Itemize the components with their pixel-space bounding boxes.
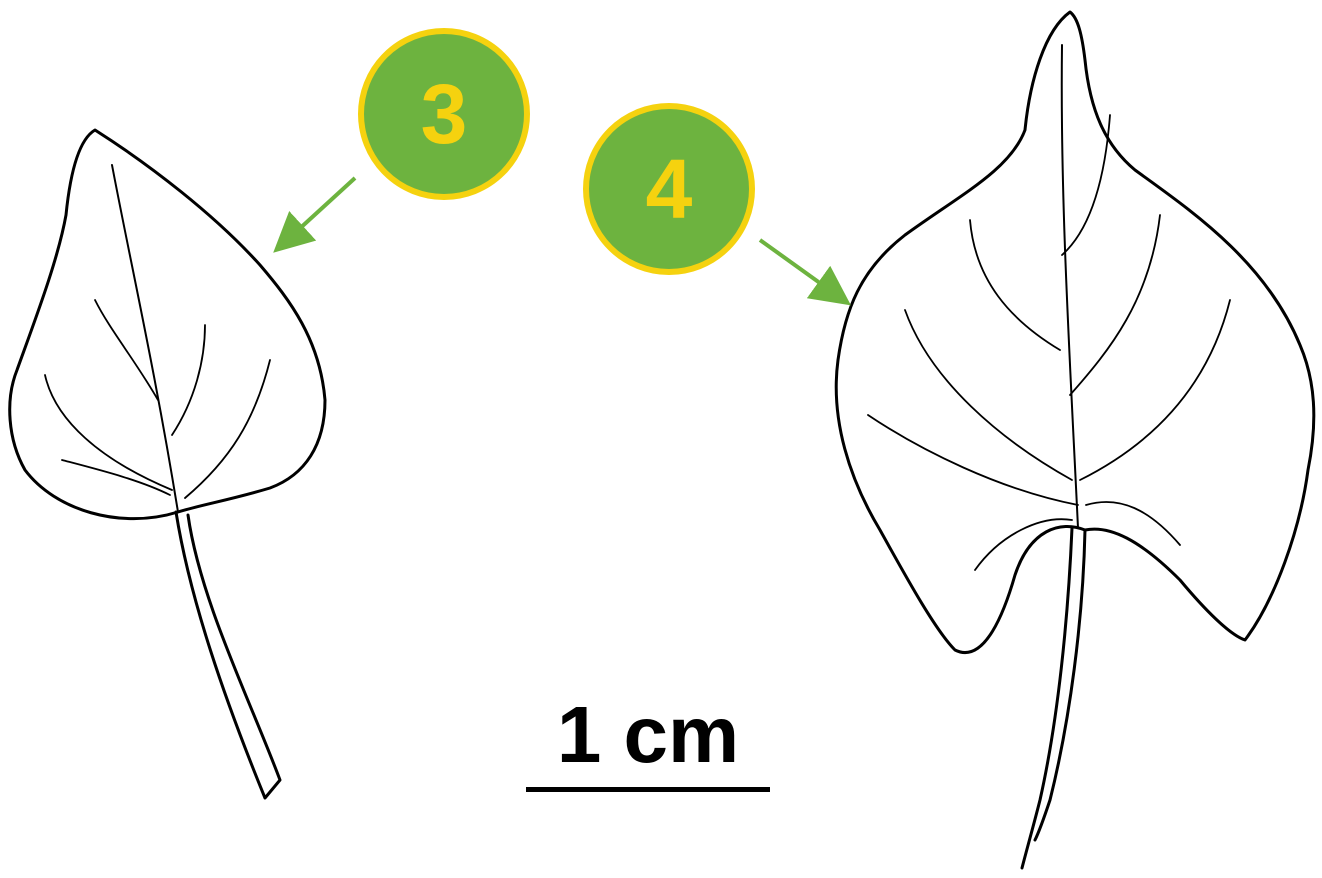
leaf-4-vein-8 [1086, 502, 1180, 545]
leaf-4-vein-6 [1080, 300, 1230, 480]
leaf-4-petiole [1022, 528, 1085, 868]
leaf-3-vein-5 [62, 460, 170, 495]
leaf-4-midrib [1062, 45, 1078, 528]
label-badge-3: 3 [358, 28, 530, 200]
leaf-3-vein-3 [172, 325, 205, 435]
leaf-4-outline [836, 12, 1314, 653]
scale-bar-label: 1 cm [553, 695, 743, 775]
arrow-to-leaf-3 [285, 178, 355, 242]
leaf-4-vein-2 [905, 310, 1072, 480]
leaf-3 [10, 130, 325, 798]
leaf-4-vein-3 [868, 415, 1078, 505]
arrow-to-leaf-4 [760, 240, 838, 296]
leaf-4-vein-4 [1062, 115, 1110, 255]
label-badge-4: 4 [583, 103, 755, 275]
leaf-3-petiole [176, 512, 280, 798]
leaf-3-outline [10, 130, 325, 519]
leaf-3-midrib [112, 165, 178, 512]
leaf-4-vein-1 [970, 220, 1060, 350]
leaf-4-vein-5 [1070, 215, 1160, 395]
leaf-4 [836, 12, 1314, 868]
label-3-text: 3 [421, 72, 468, 156]
label-4-text: 4 [646, 147, 693, 231]
scale-bar [526, 787, 770, 792]
